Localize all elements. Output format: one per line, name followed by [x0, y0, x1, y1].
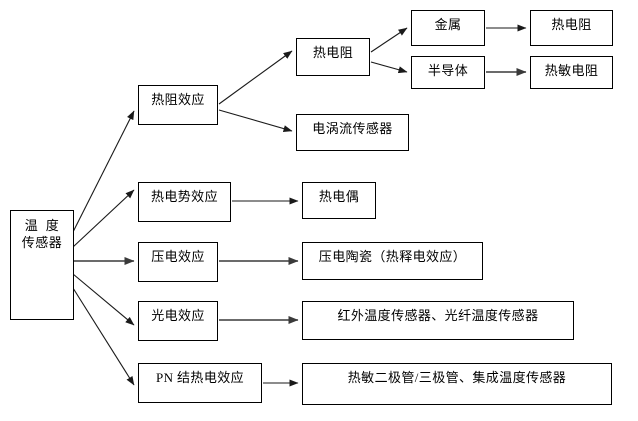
node-label-semiconductor-temperature-sensors: 热敏二极管/三极管、集成温度传感器 [347, 370, 567, 385]
edges-group [72, 24, 527, 387]
node-semiconductor[interactable]: 半导体 [411, 56, 485, 89]
arrow-thermal-resistance-effect-to-rtd [218, 50, 293, 105]
node-label-thermocouple: 热电偶 [318, 189, 360, 204]
node-piezoceramic[interactable]: 压电陶瓷（热释电效应） [302, 242, 483, 280]
node-root[interactable]: 温 度 传感器 [10, 210, 74, 320]
node-photoelectric-effect[interactable]: 光电效应 [138, 301, 218, 341]
node-label-rtd-metal: 热电阻 [551, 17, 592, 32]
node-label-semiconductor: 半导体 [427, 63, 469, 78]
node-label-piezoceramic: 压电陶瓷（热释电效应） [318, 249, 467, 264]
arrow-root-to-pn-junction-thermoelectric-effect [72, 287, 135, 386]
node-rtd[interactable]: 热电阻 [296, 38, 370, 76]
arrow-rtd-to-metal [370, 27, 408, 53]
node-thermocouple[interactable]: 热电偶 [302, 182, 376, 219]
node-metal[interactable]: 金属 [411, 10, 485, 46]
node-semiconductor-temperature-sensors[interactable]: 热敏二极管/三极管、集成温度传感器 [302, 363, 612, 405]
node-thermal-resistance-effect[interactable]: 热阻效应 [138, 85, 218, 125]
arrow-root-to-photoelectric-effect [72, 273, 135, 326]
node-label-root: 温 度 传感器 [21, 218, 63, 250]
node-pn-junction-thermoelectric-effect[interactable]: PN 结热电效应 [138, 363, 262, 403]
arrow-root-to-thermal-resistance-effect [72, 110, 135, 233]
node-thermoelectric-potential-effect[interactable]: 热电势效应 [138, 182, 231, 222]
node-label-rtd: 热电阻 [312, 45, 354, 60]
arrow-rtd-to-semiconductor [370, 61, 408, 74]
node-label-thermistor: 热敏电阻 [544, 63, 599, 78]
node-label-thermoelectric-potential-effect: 热电势效应 [150, 189, 218, 204]
node-thermistor[interactable]: 热敏电阻 [530, 56, 613, 89]
node-label-photoelectric-effect: 光电效应 [151, 308, 205, 323]
node-eddy-current-sensor[interactable]: 电涡流传感器 [296, 114, 409, 151]
node-piezoelectric-effect[interactable]: 压电效应 [138, 242, 218, 282]
node-optical-temperature-sensors[interactable]: 红外温度传感器、光纤温度传感器 [302, 301, 574, 340]
node-label-piezoelectric-effect: 压电效应 [151, 249, 205, 264]
arrow-thermal-resistance-effect-to-eddy-current-sensor [218, 109, 293, 133]
node-label-metal: 金属 [434, 17, 462, 32]
node-label-optical-temperature-sensors: 红外温度传感器、光纤温度传感器 [337, 308, 539, 323]
node-label-thermal-resistance-effect: 热阻效应 [151, 92, 205, 107]
node-label-eddy-current-sensor: 电涡流传感器 [312, 121, 393, 136]
arrow-root-to-thermoelectric-potential-effect [72, 189, 135, 248]
node-label-pn-junction-thermoelectric-effect: PN 结热电效应 [155, 370, 245, 385]
node-rtd-metal[interactable]: 热电阻 [530, 10, 613, 46]
